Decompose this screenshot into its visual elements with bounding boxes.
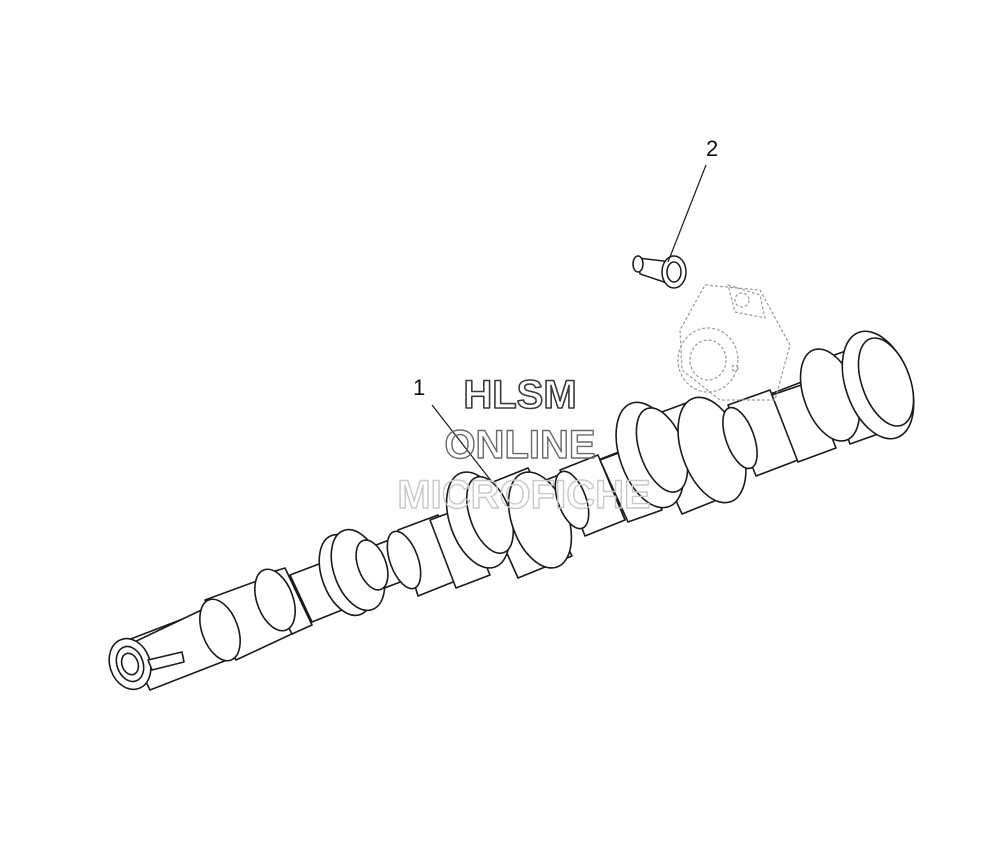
bearing-journal-2 — [615, 396, 747, 515]
callout-2-label[interactable]: 2 — [706, 136, 718, 161]
callout-leaders — [431, 164, 707, 483]
watermark: HLSM ONLINE MICROFICHE — [397, 372, 652, 518]
callout-1-label[interactable]: 1 — [413, 375, 425, 400]
camshaft[interactable] — [102, 321, 927, 695]
cam-lobe-3 — [722, 381, 837, 477]
bushing-part-2[interactable] — [632, 255, 687, 289]
watermark-line-1: HLSM — [463, 373, 576, 417]
leader-line-2 — [667, 164, 707, 263]
front-journal — [199, 567, 313, 662]
rocker-arm-ghost — [677, 284, 791, 401]
leader-line-1 — [431, 404, 493, 483]
rear-journal — [799, 330, 915, 445]
thrust-flange — [318, 528, 389, 617]
watermark-line-2: ONLINE — [444, 423, 595, 467]
watermark-line-3: MICROFICHE — [397, 473, 650, 517]
